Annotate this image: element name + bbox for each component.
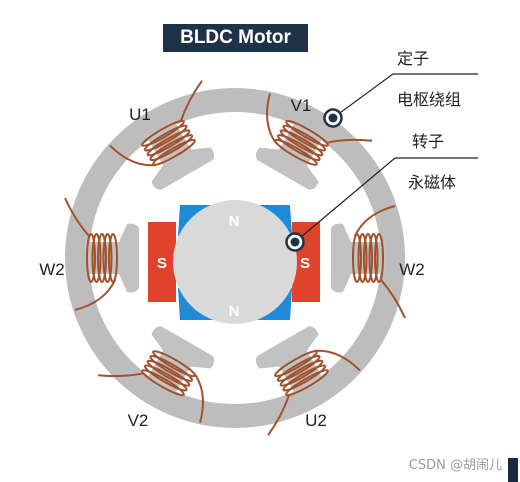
coil-lead: [64, 197, 90, 237]
pole-label-n-bottom: N: [229, 303, 240, 320]
coil-turn: [282, 124, 327, 152]
coil-turn: [279, 129, 324, 157]
pole-label-s-right: S: [300, 255, 310, 272]
coil-label-w2-left: W2: [39, 260, 65, 279]
coil-turn: [141, 369, 185, 397]
coil-turn: [149, 354, 194, 382]
coil-lead: [109, 144, 157, 167]
south-pole-left: [148, 222, 176, 302]
coil-turn: [285, 369, 329, 397]
callout-dot-rotor-core: [290, 237, 300, 247]
diagram-title: BLDC Motor: [163, 24, 308, 52]
coil-turn: [146, 129, 191, 157]
coil-turn: [102, 233, 113, 283]
label-rotor: 转子: [412, 132, 444, 151]
coil-label-u1: U1: [129, 105, 151, 124]
coil-turn: [143, 364, 188, 392]
coil-v2: [97, 350, 204, 423]
coil-lead: [267, 395, 290, 436]
coil-label-w2-right: W2: [399, 260, 425, 279]
coil-u2: [267, 349, 361, 436]
coil-turn: [143, 124, 188, 152]
coil-lead: [326, 138, 373, 144]
coil-label-u2: U2: [305, 411, 327, 430]
coil-turn: [279, 359, 324, 387]
coil-v1: [266, 93, 373, 166]
coil-label-v2: V2: [128, 411, 149, 430]
coil-turn: [276, 354, 321, 382]
coil-lead: [266, 93, 277, 144]
coil-lead: [180, 80, 203, 121]
coil-turn: [357, 233, 368, 283]
coil-turn: [146, 359, 191, 387]
watermark-corner-bar: [508, 458, 518, 482]
coil-turn: [141, 119, 185, 147]
coil-lead: [193, 372, 204, 423]
coil-lead: [380, 279, 406, 319]
coil-turn: [374, 233, 384, 283]
coil-label-v1: V1: [291, 96, 312, 115]
callout-line-stator: [332, 73, 394, 119]
coil-turn: [368, 233, 379, 283]
coil-turn: [282, 364, 327, 392]
pole-label-s-left: S: [157, 255, 167, 272]
pole-label-n-top: N: [229, 213, 240, 230]
coil-lead: [354, 205, 396, 237]
callout-line-rotor: [294, 157, 396, 243]
coil-turn: [149, 134, 194, 162]
coil-u1: [109, 80, 203, 167]
coil-lead: [97, 372, 144, 378]
coil-w2-right: [352, 205, 406, 319]
watermark: CSDN @胡闹儿: [408, 458, 502, 473]
coil-w2-left: [64, 197, 118, 311]
callout-dot-stator-core: [328, 113, 338, 123]
coil-turn: [91, 233, 102, 283]
label-armature-winding: 电枢绕组: [397, 90, 461, 109]
coil-turn: [86, 233, 96, 283]
armature-coils: [64, 80, 406, 436]
coil-turn: [285, 119, 329, 147]
coil-turn: [363, 233, 373, 283]
coil-lead: [313, 349, 361, 372]
coil-turn: [276, 134, 321, 162]
label-stator: 定子: [397, 49, 429, 68]
rotor-core: [173, 200, 297, 324]
coil-turn: [97, 233, 107, 283]
label-permanent-magnet: 永磁体: [408, 173, 456, 192]
coil-lead: [74, 279, 116, 311]
